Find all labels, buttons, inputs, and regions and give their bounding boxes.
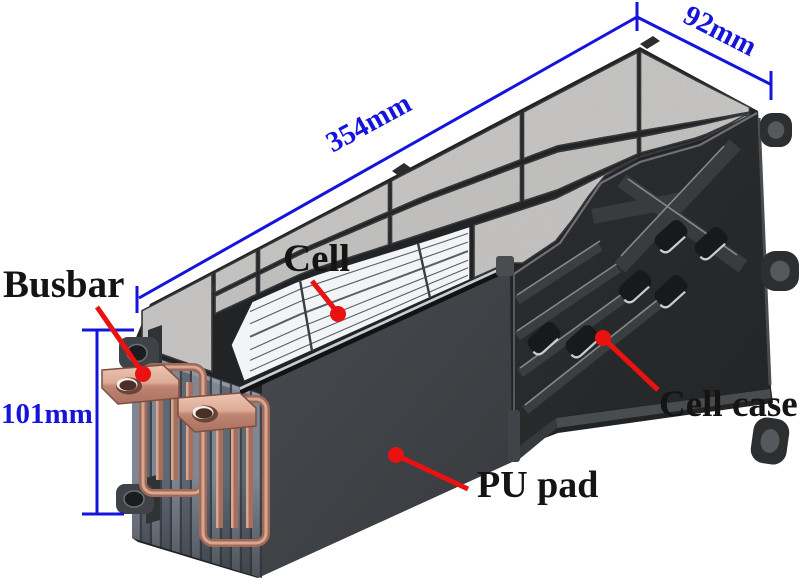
svg-text:Cell case: Cell case (659, 384, 798, 425)
svg-text:PU pad: PU pad (477, 464, 598, 506)
svg-text:Cell: Cell (283, 237, 350, 280)
svg-text:Busbar: Busbar (3, 263, 124, 306)
svg-text:101mm: 101mm (1, 398, 93, 430)
